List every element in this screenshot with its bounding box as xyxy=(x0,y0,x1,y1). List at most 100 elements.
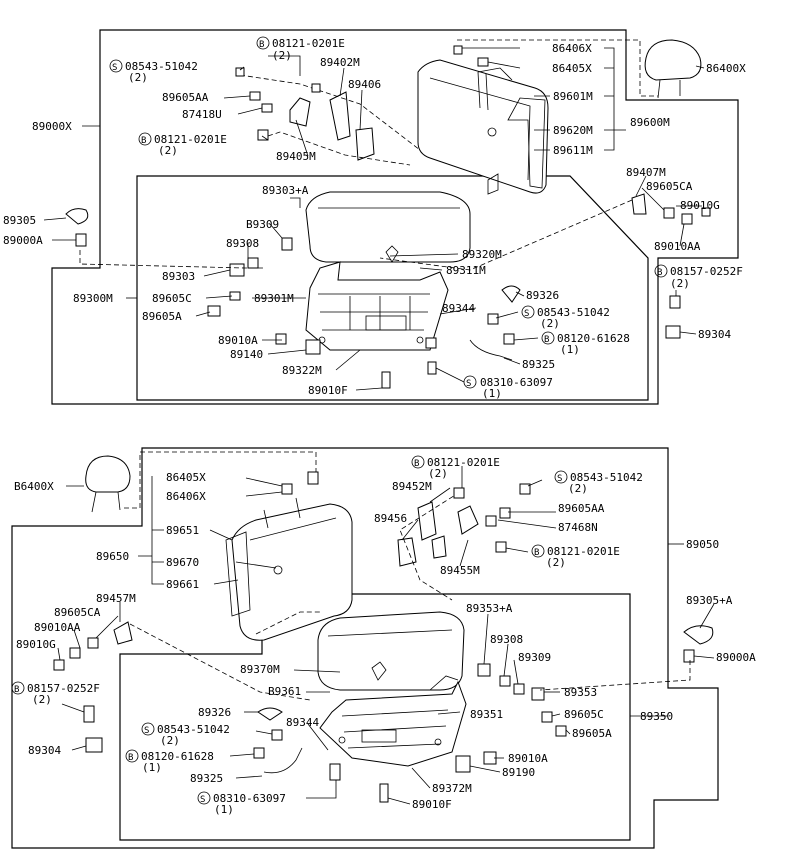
label-89308: 89308 xyxy=(490,633,523,646)
leaders-upper xyxy=(43,47,705,391)
label-89605CA: 89605CA xyxy=(646,180,693,193)
label-B9361: B9361 xyxy=(268,685,301,698)
label-08121-0201E: 08121-0201E xyxy=(154,133,227,146)
label-89351: 89351 xyxy=(470,708,503,721)
symbol-marker-letters-lower: B S B B S B S xyxy=(14,459,562,805)
label-08121-0201E: 08121-0201E xyxy=(272,37,345,50)
label-89650: 89650 xyxy=(96,550,129,563)
labels-upper: 08121-0201E (2) 08543-51042 (2) 89402M 8… xyxy=(3,37,746,400)
label-89350: 89350 xyxy=(640,710,673,723)
label-89456: 89456 xyxy=(374,512,407,525)
svg-text:B: B xyxy=(259,40,264,50)
svg-text:B: B xyxy=(128,753,133,763)
label-89000A: 89000A xyxy=(3,234,43,247)
headrest-86400X-lower xyxy=(85,451,317,513)
hinge-brackets-lower xyxy=(255,491,479,635)
upper-seat-assembly: B S B B S B S 08121-0201E (2) 08543-5104… xyxy=(3,29,746,405)
label-89353: 89353 xyxy=(564,686,597,699)
label-87418U: 87418U xyxy=(182,108,222,121)
label-86400X: B6400X xyxy=(14,480,54,493)
label-qty: (1) xyxy=(142,761,162,774)
label-89320M: 89320M xyxy=(462,248,502,261)
label-89325: 89325 xyxy=(190,772,223,785)
label-89304: 89304 xyxy=(698,328,731,341)
assembly-frame-89050 xyxy=(11,447,719,849)
label-89010F: 89010F xyxy=(308,384,348,397)
label-89303A: 89303+A xyxy=(262,184,309,197)
label-89605A: 89605A xyxy=(572,727,612,740)
label-08310-63097: 08310-63097 xyxy=(213,792,286,805)
label-qty: (1) xyxy=(560,343,580,356)
label-89000X: 89000X xyxy=(32,120,72,133)
seat-frame-89301M xyxy=(305,261,449,351)
label-89344: 89344 xyxy=(442,302,475,315)
label-89620M: 89620M xyxy=(553,124,593,137)
svg-text:S: S xyxy=(112,63,117,73)
label-89372M: 89372M xyxy=(432,782,472,795)
label-89322M: 89322M xyxy=(282,364,322,377)
label-qty: (2) xyxy=(32,693,52,706)
label-08120-61628: 08120-61628 xyxy=(141,750,214,763)
label-qty: (2) xyxy=(546,556,566,569)
leaders-lower xyxy=(57,466,715,805)
label-89605C: 89605C xyxy=(152,292,192,305)
svg-text:S: S xyxy=(524,309,529,319)
label-89670: 89670 xyxy=(166,556,199,569)
label-89010F: 89010F xyxy=(412,798,452,811)
label-qty: (2) xyxy=(160,734,180,747)
label-08121-0201E: 08121-0201E xyxy=(427,456,500,469)
label-qty: (2) xyxy=(670,277,690,290)
label-89455M: 89455M xyxy=(440,564,480,577)
fasteners-lower xyxy=(53,471,714,803)
hinge-brackets-upper xyxy=(239,74,421,166)
seat-cushion-89320M xyxy=(305,191,471,263)
label-86405X: 86405X xyxy=(166,471,206,484)
label-89010AA: 89010AA xyxy=(654,240,701,253)
label-89605CA: 89605CA xyxy=(54,606,101,619)
symbol-markers-lower xyxy=(11,455,568,805)
label-08543-51042: 08543-51042 xyxy=(537,306,610,319)
label-89405M: 89405M xyxy=(276,150,316,163)
svg-text:S: S xyxy=(466,379,471,389)
svg-text:B: B xyxy=(14,685,19,695)
label-89190: 89190 xyxy=(502,766,535,779)
label-qty: (2) xyxy=(128,71,148,84)
seatback-89650 xyxy=(225,497,353,641)
label-B9309: B9309 xyxy=(246,218,279,231)
label-89611M: 89611M xyxy=(553,144,593,157)
symbol-marker-letters-upper: B S B B S B S xyxy=(112,40,662,389)
label-08310-63097: 08310-63097 xyxy=(480,376,553,389)
label-89010AA: 89010AA xyxy=(34,621,81,634)
label-89311M: 89311M xyxy=(446,264,486,277)
label-89600M: 89600M xyxy=(630,116,670,129)
label-89353A: 89353+A xyxy=(466,602,513,615)
label-87468N: 87468N xyxy=(558,521,598,534)
svg-text:S: S xyxy=(557,474,562,484)
label-89140: 89140 xyxy=(230,348,263,361)
label-89000A: 89000A xyxy=(716,651,756,664)
label-89601M: 89601M xyxy=(553,90,593,103)
label-89605A: 89605A xyxy=(142,310,182,323)
label-qty: (2) xyxy=(272,49,292,62)
label-89325: 89325 xyxy=(522,358,555,371)
label-89406: 89406 xyxy=(348,78,381,91)
label-89452M: 89452M xyxy=(392,480,432,493)
label-86400X: 86400X xyxy=(706,62,746,75)
label-89010G: 89010G xyxy=(680,199,720,212)
label-89605C: 89605C xyxy=(564,708,604,721)
label-08543-51042: 08543-51042 xyxy=(125,60,198,73)
label-08543-51042: 08543-51042 xyxy=(157,723,230,736)
label-89300M: 89300M xyxy=(73,292,113,305)
label-89344: 89344 xyxy=(286,716,319,729)
seat-cushion-89370M xyxy=(317,611,465,691)
headrest-86400X-upper xyxy=(457,39,702,99)
label-89010G: 89010G xyxy=(16,638,56,651)
label-qty: (2) xyxy=(428,467,448,480)
label-86406X: 86406X xyxy=(166,490,206,503)
label-qty: (1) xyxy=(482,387,502,400)
svg-text:B: B xyxy=(657,268,662,278)
label-89303: 89303 xyxy=(162,270,195,283)
svg-text:B: B xyxy=(141,136,146,146)
